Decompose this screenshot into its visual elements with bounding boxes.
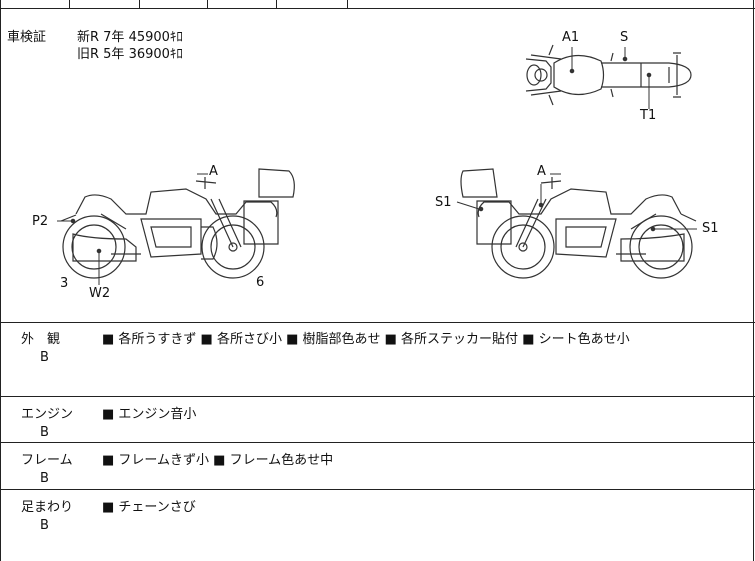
section-category: 足まわり <box>21 500 74 515</box>
section-grade: B <box>40 471 49 486</box>
label-right-s1-right: S1 <box>702 221 719 236</box>
right-side-markers <box>456 173 697 232</box>
section-items: ■ チェーンさび <box>102 500 196 515</box>
label-right-s1-left: S1 <box>435 195 452 210</box>
table-divider <box>207 0 208 8</box>
section-frame: フレーム B ■ フレームきず小 ■ フレーム色あせ中 <box>1 443 755 490</box>
top-view-markers <box>569 47 652 109</box>
section-category: エンジン <box>21 407 74 422</box>
label-left-p2: P2 <box>32 214 49 229</box>
inspection-new: 新R 7年 45900ｷﾛ <box>77 30 183 45</box>
section-category: フレーム <box>21 453 73 468</box>
left-side-markers <box>57 173 208 285</box>
section-engine: エンジン B ■ エンジン音小 <box>1 397 755 443</box>
section-suspension: 足まわり B ■ チェーンさび <box>1 490 755 561</box>
section-items: ■ 各所うすきず ■ 各所さび小 ■ 樹脂部色あせ ■ 各所ステッカー貼付 ■ … <box>102 332 630 347</box>
section-grade: B <box>40 425 49 440</box>
label-right-a: A <box>537 164 546 179</box>
table-divider <box>139 0 140 8</box>
section-category: 外 観 <box>21 332 61 347</box>
section-items: ■ エンジン音小 <box>102 407 197 422</box>
label-left-3: 3 <box>60 276 69 291</box>
inspection-old: 旧R 5年 36900ｷﾛ <box>77 47 183 62</box>
left-side-bike <box>60 168 295 279</box>
label-left-w2: W2 <box>89 286 111 301</box>
inspection-label: 車検証 <box>7 30 47 45</box>
label-left-6: 6 <box>256 275 265 290</box>
table-divider <box>347 0 348 8</box>
damage-diagram: 車検証 新R 7年 45900ｷﾛ 旧R 5年 36900ｷﾛ <box>1 9 755 323</box>
top-view-bike <box>525 44 692 106</box>
right-side-bike <box>460 168 697 279</box>
section-items: ■ フレームきず小 ■ フレーム色あせ中 <box>102 453 334 468</box>
label-top-a1: A1 <box>562 30 580 45</box>
table-divider <box>69 0 70 8</box>
table-divider <box>276 0 277 8</box>
section-grade: B <box>40 350 49 365</box>
label-top-s: S <box>620 30 629 45</box>
section-grade: B <box>40 518 49 533</box>
label-left-a: A <box>209 164 218 179</box>
motorcycle-outline-drawings <box>57 44 697 285</box>
section-exterior: 外 観 B ■ 各所うすきず ■ 各所さび小 ■ 樹脂部色あせ ■ 各所ステッカ… <box>1 322 755 397</box>
top-table-strip <box>1 0 755 9</box>
label-top-t1: T1 <box>640 108 657 123</box>
